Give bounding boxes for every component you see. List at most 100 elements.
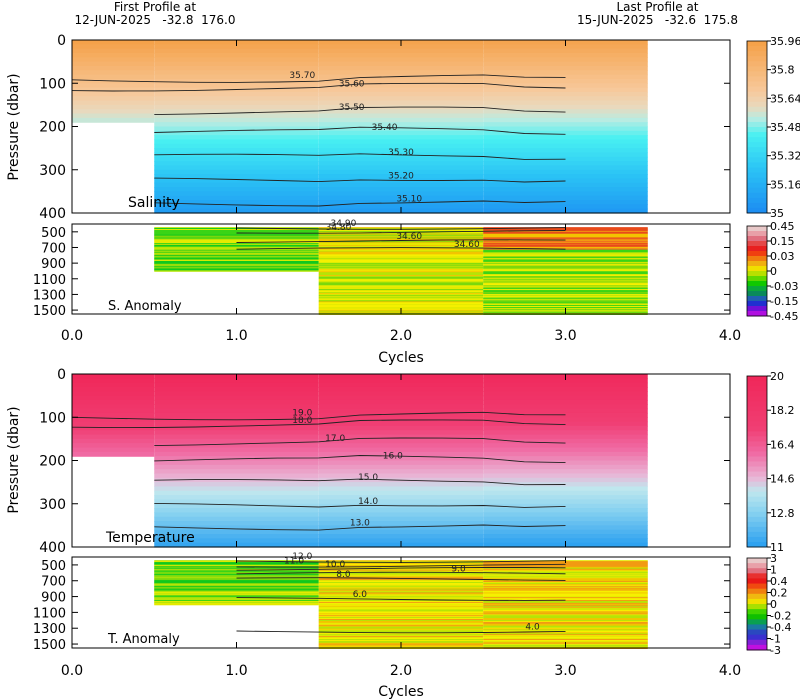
anomaly-cell [483,272,648,274]
anomaly-cell [483,268,648,270]
anomaly-cell [483,602,648,605]
anomaly-cell [483,567,648,570]
salinity-cell [318,78,484,84]
anomaly-cell [483,624,648,627]
salinity-cell [318,156,484,162]
anomaly-cell [318,296,484,299]
anomaly-cell [318,583,484,586]
anomaly-cell [154,270,319,272]
colorbar-swatch [747,598,767,605]
colorbar-swatch [747,604,767,610]
anomaly-cell [483,305,648,307]
anomaly-cell [318,598,484,600]
salinity-cell [318,182,484,188]
temperature-cell [483,473,648,479]
colorbar-swatch [747,192,767,199]
anomaly-cell [483,291,648,294]
anomaly-cell [483,596,648,598]
anomaly-cell [483,578,648,580]
salinity-cell [154,135,319,141]
anomaly-cell [318,298,484,300]
anomaly-cell [483,585,648,588]
x-tick-label: 4.0 [719,663,741,679]
colorbar-swatch [747,471,767,478]
anomaly-cell [483,638,648,640]
temperature-cell [318,495,484,501]
salinity-cell [154,174,319,179]
salinity-cell [154,152,319,158]
colorbar-label: -0.15 [770,295,798,308]
anomaly-cell [483,579,648,581]
anomaly-cell [154,572,319,574]
anomaly-cell [483,598,648,600]
anomaly-cell [154,253,319,255]
contour-line [154,478,566,486]
salinity-cell [72,113,155,119]
anomaly-cell [483,625,648,628]
anomaly-cell [483,277,648,280]
anomaly-cell [318,253,484,255]
colorbar-label: 3 [770,552,777,565]
colorbar-swatch [747,76,767,82]
salinity-cell [154,187,319,192]
anomaly-cell [318,596,484,598]
anomaly-cell [154,579,319,581]
anomaly-cell [318,589,484,592]
temperature-cell [483,477,648,483]
anomaly-cell [483,628,648,630]
anomaly-cell [318,592,484,594]
colorbar-swatch [747,588,767,595]
colorbar-swatch [747,381,767,387]
colorbar-swatch [747,177,767,184]
anomaly-cell [318,295,484,298]
anomaly-cell [154,243,319,245]
y-tick-label: 1100 [33,273,66,288]
anomaly-cell [318,280,484,283]
temperature-cell [72,430,155,436]
salinity-cell [154,61,319,67]
anomaly-cell [483,611,648,613]
colorbar-swatch [747,147,767,153]
anomaly-cell [483,629,648,631]
temperature-cell [154,382,319,388]
contour-label: 8.0 [336,570,351,580]
salinity-cell [154,52,319,58]
anomaly-cell [318,609,484,611]
anomaly-cell [483,290,648,292]
temperature-cell [72,399,155,405]
salinity-cell [483,143,648,149]
anomaly-cell [483,273,648,275]
anomaly-cell [154,574,319,576]
temperature-cell [154,529,319,535]
colorbar-swatch [747,634,767,641]
colorbar-label: 35 [770,207,784,220]
anomaly-cell [483,565,648,568]
colorbar-swatch [747,446,767,452]
anomaly-cell [318,618,484,620]
anomaly-cell [483,249,648,252]
anomaly-cell [318,570,484,573]
colorbar-swatch [747,496,767,503]
anomaly-cell [154,576,319,578]
contour-line [236,597,566,601]
temperature-cell [483,447,648,453]
salinity-cell [318,109,484,115]
anomaly-cell [318,290,484,293]
temperature-cell [483,399,648,405]
anomaly-cell [483,275,648,277]
first-profile-header: First Profile at 12-JUN-2025 -32.8 176.0 [60,1,250,27]
anomaly-cell [154,582,319,585]
anomaly-cell [318,628,484,630]
temperature-cell [154,499,319,505]
anomaly-cell [318,616,484,618]
anomaly-cell [318,597,484,599]
colorbar-label: 14.6 [770,473,795,486]
anomaly-cell [154,263,319,266]
contour-line [154,455,566,464]
colorbar-swatch [747,202,767,209]
last-profile-title: Last Profile at [616,0,699,14]
temperature-cell [154,460,319,466]
anomaly-cell [154,244,319,246]
anomaly-cell [483,298,648,300]
